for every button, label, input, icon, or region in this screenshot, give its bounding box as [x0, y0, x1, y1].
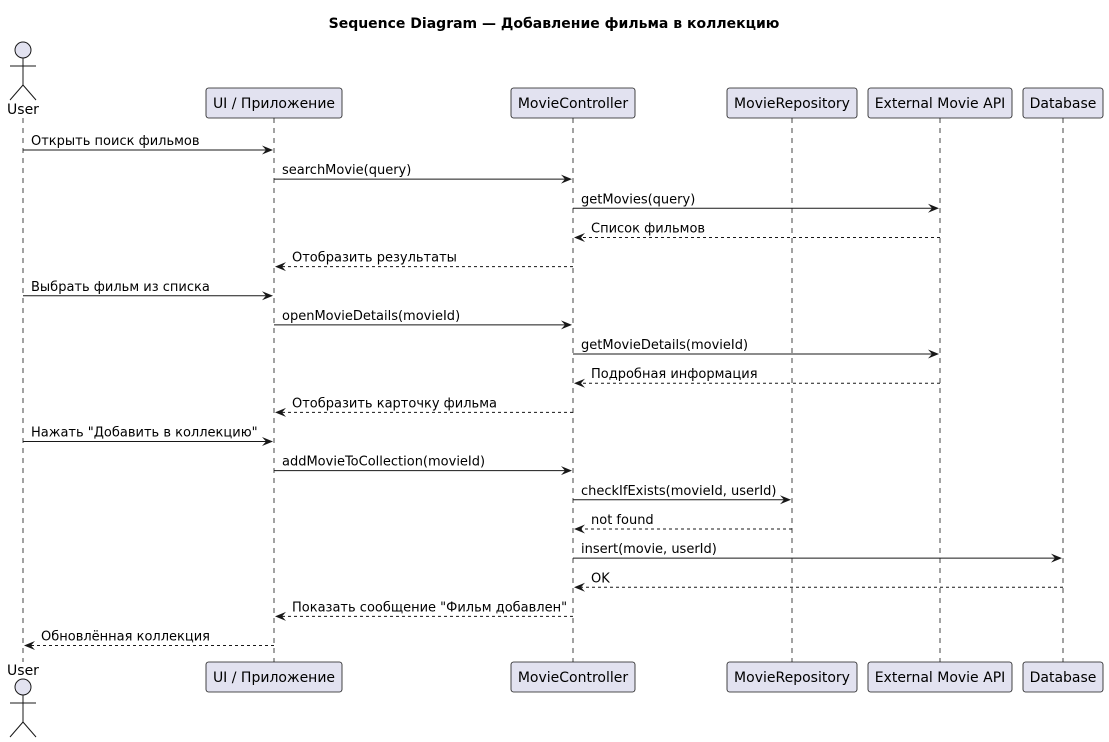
message-label: insert(movie, userId): [581, 542, 717, 557]
participant-label-top-repo: MovieRepository: [734, 96, 850, 112]
message-7: openMovieDetails(movieId): [274, 309, 572, 330]
message-16: OK: [574, 571, 1063, 592]
participant-box-frame: [510, 87, 636, 119]
message-label: OK: [591, 571, 610, 586]
message-2: searchMovie(query): [274, 163, 572, 184]
arrowhead-icon: [561, 174, 572, 184]
arrowhead-icon: [262, 291, 273, 301]
actor-right-leg: [22, 84, 37, 101]
participant-box-top-db: Database: [1022, 87, 1104, 119]
participant-box-top-controller: MovieController: [510, 87, 636, 119]
participant-label-top-user: User: [7, 102, 39, 118]
message-4: Список фильмов: [574, 221, 940, 242]
actor-left-leg: [9, 721, 24, 738]
message-15: insert(movie, userId): [573, 542, 1062, 563]
arrowhead-icon: [561, 466, 572, 476]
participant-box-frame: [1022, 87, 1104, 119]
lifelines: [22, 118, 1064, 662]
message-label: Отобразить результаты: [292, 251, 457, 266]
arrowhead-icon: [928, 203, 939, 213]
participant-box-bottom-controller: MovieController: [510, 661, 636, 693]
message-1: Открыть поиск фильмов: [23, 134, 273, 155]
participant-box-bottom-repo: MovieRepository: [726, 661, 858, 693]
participant-box-frame: [205, 661, 343, 693]
message-label: Выбрать фильм из списка: [31, 280, 210, 295]
participant-label-bottom-repo: MovieRepository: [734, 670, 850, 686]
arrowhead-icon: [1051, 553, 1062, 563]
message-label: Показать сообщение "Фильм добавлен": [292, 600, 567, 615]
participant-label-top-api: External Movie API: [875, 96, 1006, 112]
message-label: Отобразить карточку фильма: [292, 396, 497, 411]
participant-label-top-db: Database: [1030, 96, 1097, 112]
arrowhead-icon: [574, 378, 585, 388]
message-label: Обновлённая коллекция: [41, 630, 210, 645]
participant-box-frame: [867, 87, 1013, 119]
message-13: checkIfExists(movieId, userId): [573, 484, 791, 505]
arrowhead-icon: [574, 232, 585, 242]
actor-right-leg: [22, 721, 37, 738]
arrowhead-icon: [262, 145, 273, 155]
message-8: getMovieDetails(movieId): [573, 338, 939, 359]
message-label: Список фильмов: [591, 221, 705, 236]
participant-label-top-controller: MovieController: [518, 96, 629, 112]
participant-label-bottom-ui: UI / Приложение: [213, 670, 335, 686]
message-12: addMovieToCollection(movieId): [274, 455, 572, 476]
message-6: Выбрать фильм из списка: [23, 280, 273, 301]
arrowhead-icon: [780, 495, 791, 505]
arrowhead-icon: [561, 320, 572, 330]
message-14: not found: [574, 513, 792, 534]
participant-box-frame: [1022, 661, 1104, 693]
message-18: Обновлённая коллекция: [24, 630, 274, 651]
message-label: addMovieToCollection(movieId): [282, 455, 485, 470]
messages: Открыть поиск фильмов searchMovie(query) g…: [23, 134, 1063, 651]
participant-box-bottom-ui: UI / Приложение: [205, 661, 343, 693]
actor-figure-top: [9, 41, 37, 101]
message-label: getMovieDetails(movieId): [581, 338, 748, 353]
message-label: getMovies(query): [581, 192, 695, 207]
message-17: Показать сообщение "Фильм добавлен": [275, 600, 573, 621]
arrowhead-icon: [928, 349, 939, 359]
arrowhead-icon: [275, 262, 286, 272]
participant-box-top-ui: UI / Приложение: [205, 87, 343, 119]
arrowhead-icon: [275, 407, 286, 417]
actor-head: [14, 678, 32, 696]
message-10: Отобразить карточку фильма: [275, 396, 573, 417]
participant-box-frame: [205, 87, 343, 119]
arrowhead-icon: [574, 524, 585, 534]
participant-box-bottom-api: External Movie API: [867, 661, 1013, 693]
message-9: Подробная информация: [574, 367, 940, 388]
arrowhead-icon: [262, 437, 273, 446]
participant-box-bottom-db: Database: [1022, 661, 1104, 693]
participant-box-frame: [726, 87, 858, 119]
message-3: getMovies(query): [573, 192, 939, 213]
arrowhead-icon: [24, 641, 35, 651]
participant-label-bottom-db: Database: [1030, 670, 1097, 686]
message-5: Отобразить результаты: [275, 251, 573, 272]
message-11: Нажать "Добавить в коллекцию": [23, 426, 273, 446]
arrowhead-icon: [574, 582, 585, 592]
participant-box-top-api: External Movie API: [867, 87, 1013, 119]
arrowhead-icon: [275, 611, 286, 621]
participant-box-frame: [510, 661, 636, 693]
message-label: Нажать "Добавить в коллекцию": [31, 426, 258, 441]
actor-figure-bottom: [9, 678, 37, 738]
message-label: Открыть поиск фильмов: [31, 134, 200, 149]
actor-left-leg: [9, 84, 24, 101]
participant-label-top-ui: UI / Приложение: [213, 96, 335, 112]
message-label: not found: [591, 513, 654, 528]
participant-box-frame: [867, 661, 1013, 693]
participant-label-bottom-user: User: [7, 663, 39, 679]
message-label: openMovieDetails(movieId): [282, 309, 460, 324]
actor-head: [14, 41, 32, 59]
message-label: searchMovie(query): [282, 163, 411, 178]
participant-label-bottom-controller: MovieController: [518, 670, 629, 686]
participant-label-bottom-api: External Movie API: [875, 670, 1006, 686]
message-label: Подробная информация: [591, 367, 758, 382]
diagram-title: Sequence Diagram — Добавление фильма в к…: [329, 16, 780, 32]
participant-box-top-repo: MovieRepository: [726, 87, 858, 119]
message-label: checkIfExists(movieId, userId): [581, 484, 777, 499]
participant-box-frame: [726, 661, 858, 693]
